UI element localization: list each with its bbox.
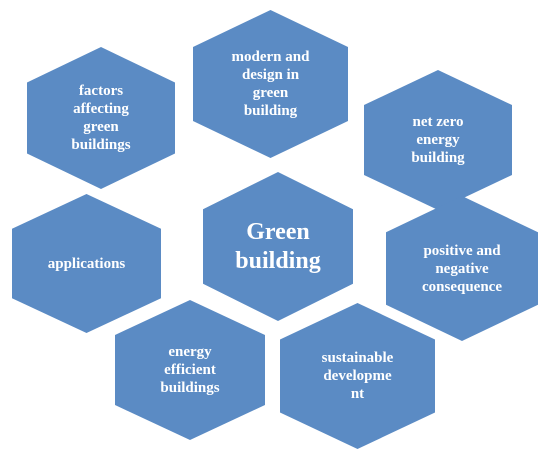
hexagon-modern-design: modern and design in green building — [193, 10, 348, 158]
hexagon-positive-negative-consequence: positive and negative consequence — [386, 196, 538, 341]
hexagon-label: applications — [47, 255, 126, 272]
hexagon-label: energy efficient buildings — [160, 344, 220, 396]
hexagon-label: net zero energy building — [411, 114, 465, 166]
center-label: Green building — [235, 218, 321, 274]
hexagon-center-green-building: Green building — [203, 172, 353, 321]
hexagon-sustainable-development: sustainable developme nt — [280, 303, 435, 449]
hexagon-applications: applications — [12, 194, 161, 333]
hexagon-label: factors affecting green buildings — [71, 83, 131, 153]
hexagon-label: positive and negative consequence — [422, 242, 502, 295]
hexagon-label: modern and design in green building — [231, 49, 310, 119]
hexagon-net-zero-energy: net zero energy building — [364, 70, 512, 210]
hexagon-label: sustainable developme nt — [321, 350, 394, 402]
hexagon-factors-affecting-green-buildings: factors affecting green buildings — [27, 47, 175, 189]
hexagon-energy-efficient-buildings: energy efficient buildings — [115, 300, 265, 440]
